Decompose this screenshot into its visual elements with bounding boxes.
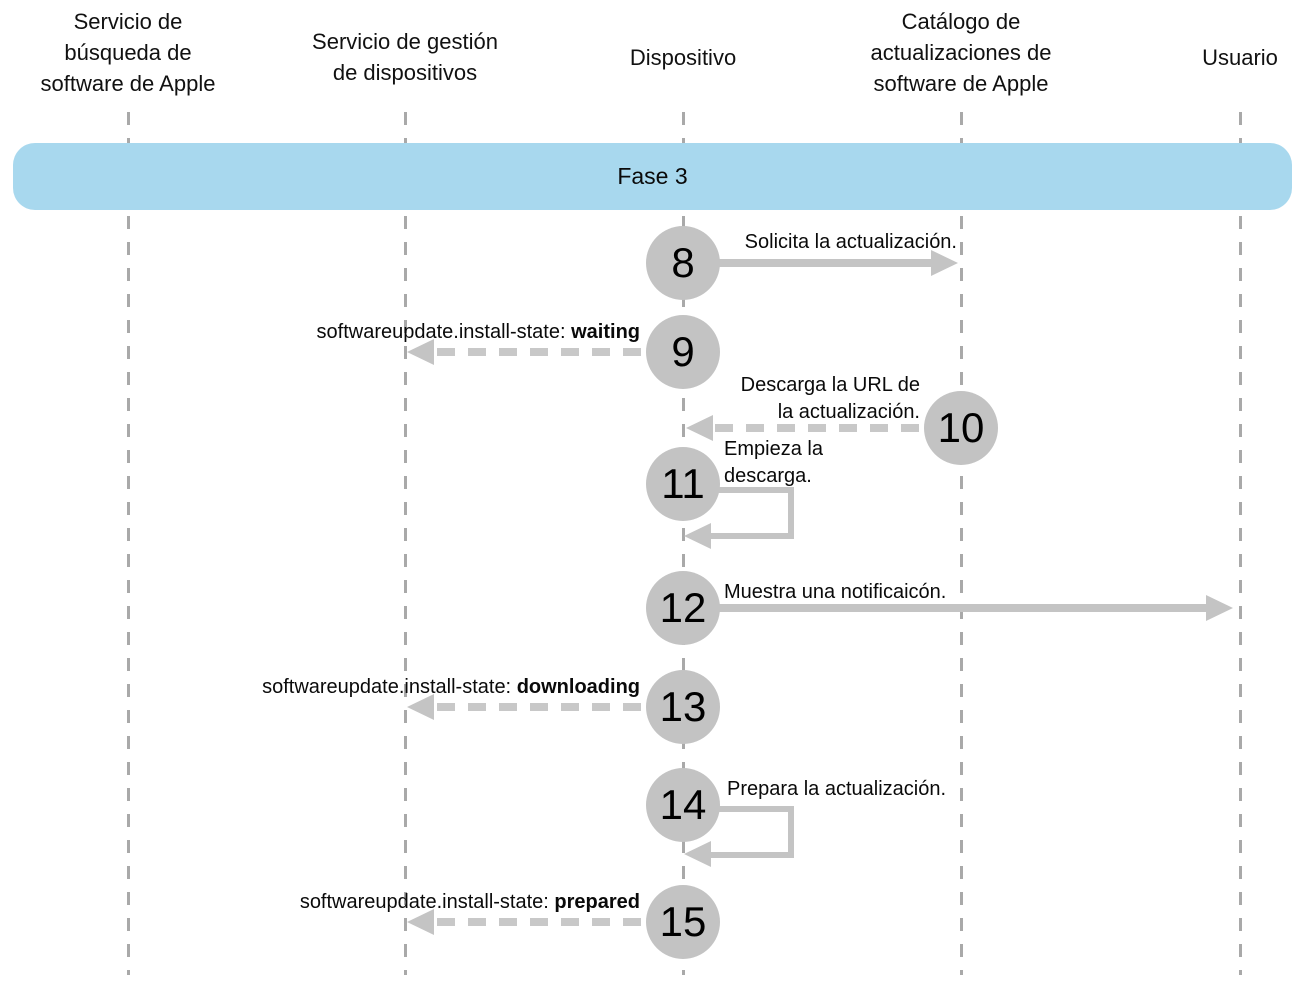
step-9-arrowhead-left-icon xyxy=(407,339,434,365)
step-13-circle: 13 xyxy=(646,670,720,744)
step-15-arrowhead-left-icon xyxy=(407,909,434,935)
step-14-self-loop xyxy=(702,806,794,858)
step-15-label-state: prepared xyxy=(554,891,640,913)
step-10-label: Descarga la URL de la actualización. xyxy=(740,374,920,423)
step-10-arrowhead-left-icon xyxy=(686,415,713,441)
step-11-arrowhead-left-icon xyxy=(684,523,711,549)
step-13-label: softwareupdate.install-state: downloadin… xyxy=(262,674,640,701)
step-8-label: Solicita la actualización. xyxy=(744,231,957,253)
step-15-label-prefix: softwareupdate.install-state: xyxy=(299,891,555,913)
step-9-label-prefix: softwareupdate.install-state: xyxy=(316,321,572,343)
actor-label-apple-software-lookup-service: Servicio de búsqueda de software de Appl… xyxy=(40,9,216,96)
step-12-label: Muestra una notificaicón. xyxy=(724,581,947,603)
step-9-arrow-shaft xyxy=(437,348,647,356)
step-15-circle: 15 xyxy=(646,885,720,959)
actor-label-user: Usuario xyxy=(1202,45,1278,70)
step-15-arrow-shaft xyxy=(437,918,647,926)
step-11-label: Empieza la descarga. xyxy=(724,438,823,487)
lifeline-apple-software-update-catalog xyxy=(960,112,963,975)
actor-label-device-management-service: Servicio de gestión de dispositivos xyxy=(312,29,498,85)
step-12-circle: 12 xyxy=(646,571,720,645)
step-11-circle: 11 xyxy=(646,447,720,521)
lifeline-user xyxy=(1239,112,1242,975)
step-9-label-state: waiting xyxy=(571,321,640,343)
phase-banner: Fase 3 xyxy=(13,143,1292,210)
step-11-self-loop xyxy=(702,487,794,539)
lifeline-device-management-service xyxy=(404,112,407,975)
step-14-label: Prepara la actualización. xyxy=(727,778,947,800)
step-13-label-prefix: softwareupdate.install-state: xyxy=(262,676,517,698)
step-14-circle: 14 xyxy=(646,768,720,842)
lifeline-device xyxy=(682,112,685,975)
actor-label-device: Dispositivo xyxy=(629,45,737,70)
step-10-arrow-shaft xyxy=(715,424,925,432)
step-10-circle: 10 xyxy=(924,391,998,465)
step-9-label: softwareupdate.install-state: waiting xyxy=(317,319,640,346)
step-13-label-state: downloading xyxy=(516,676,640,698)
step-14-arrowhead-left-icon xyxy=(684,841,711,867)
lifeline-apple-software-lookup-service xyxy=(127,112,130,975)
step-15-label: softwareupdate.install-state: prepared xyxy=(300,889,640,916)
step-8-arrow-shaft xyxy=(716,259,934,267)
step-9-circle: 9 xyxy=(646,315,720,389)
step-8-arrowhead-right-icon xyxy=(931,250,958,276)
step-12-arrow-shaft xyxy=(716,604,1208,612)
step-13-arrowhead-left-icon xyxy=(407,694,434,720)
step-8-circle: 8 xyxy=(646,226,720,300)
phase-banner-label: Fase 3 xyxy=(617,163,688,189)
step-13-arrow-shaft xyxy=(437,703,647,711)
step-12-arrowhead-right-icon xyxy=(1206,595,1233,621)
actor-label-apple-software-update-catalog: Catálogo de actualizaciones de software … xyxy=(870,9,1052,96)
